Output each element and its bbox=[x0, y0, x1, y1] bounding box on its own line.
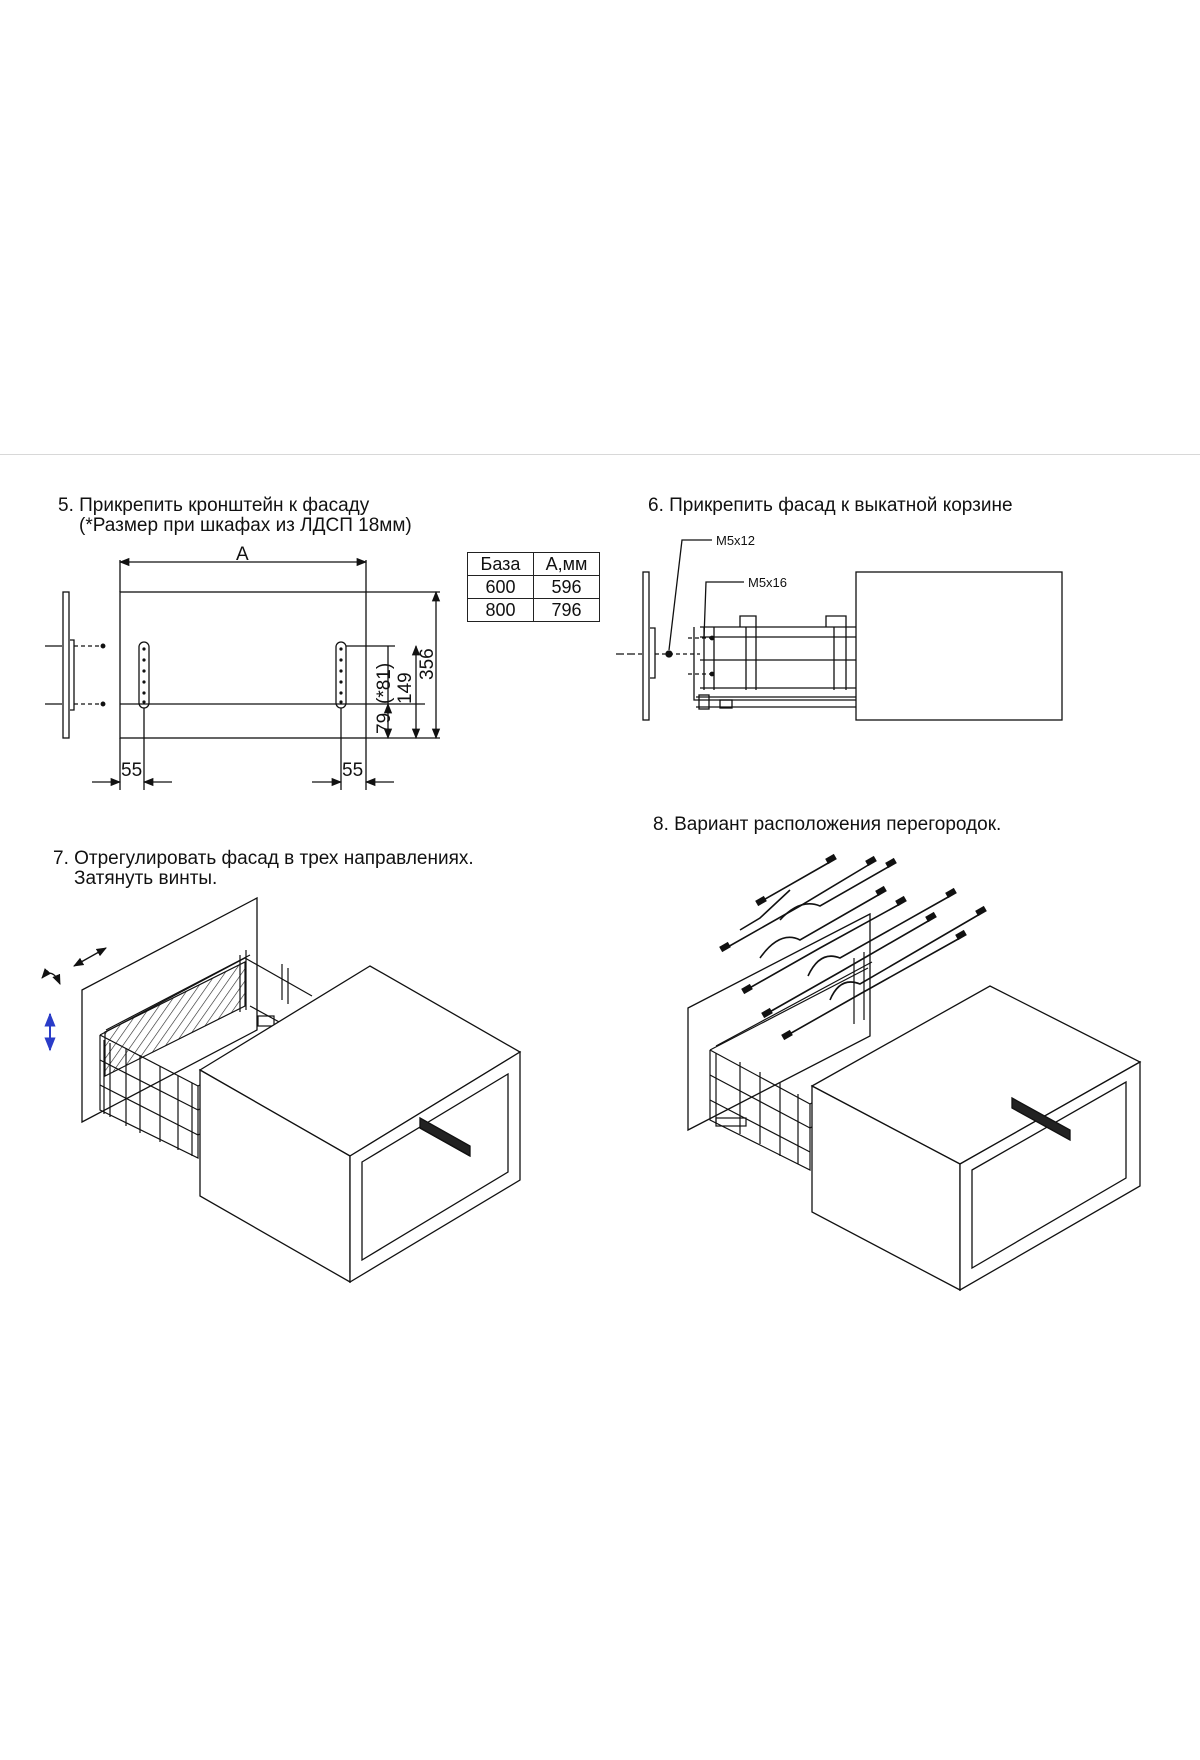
size-table: База А,мм 600 596 800 796 bbox=[467, 552, 600, 622]
step6-title: 6. Прикрепить фасад к выкатной корзине bbox=[648, 495, 1013, 516]
dim-55-left-label: 55 bbox=[121, 760, 142, 781]
dim-149-label: 149 bbox=[395, 672, 416, 704]
basket-side-wireframe bbox=[693, 615, 856, 710]
dim-81-label: (*81) bbox=[374, 663, 395, 704]
facade-side bbox=[642, 571, 650, 721]
facade-front-view bbox=[119, 591, 367, 739]
step5-title-text: 5. Прикрепить кронштейн к фасаду bbox=[58, 495, 370, 516]
step7-title: 7. Отрегулировать фасад в трех направлен… bbox=[53, 849, 474, 889]
step5-drawing bbox=[45, 557, 441, 790]
step5-subtitle: (*Размер при шкафах из ЛДСП 18мм) bbox=[79, 515, 412, 536]
pull-out-basket bbox=[99, 950, 313, 1159]
dim-55-right-label: 55 bbox=[342, 760, 363, 781]
facade-panel-8 bbox=[687, 912, 871, 1132]
table-row: 600 596 bbox=[467, 575, 600, 599]
step8-drawing bbox=[687, 853, 1142, 1292]
adjust-tilt-arrow bbox=[41, 968, 61, 985]
table-row: 800 796 bbox=[467, 598, 600, 622]
step7-title-text: 7. Отрегулировать фасад в трех направлен… bbox=[53, 848, 474, 869]
dim-356-label: 356 bbox=[417, 648, 438, 680]
rod-caps bbox=[719, 853, 987, 1041]
divider-rods bbox=[725, 861, 981, 1037]
dim-a-label: A bbox=[236, 544, 249, 565]
table-cell: 796 bbox=[533, 598, 600, 622]
adjust-depth-arrow bbox=[73, 947, 107, 967]
table-header-a: А,мм bbox=[533, 552, 600, 576]
step7-subtitle: Затянуть винты. bbox=[74, 868, 218, 889]
dim-79-label: 79 bbox=[374, 713, 395, 734]
table-cell: 596 bbox=[533, 575, 600, 599]
screw-m5x16-label: M5x16 bbox=[748, 575, 787, 590]
screw-m5x12-label: M5x12 bbox=[716, 533, 755, 548]
step6-drawing bbox=[616, 539, 1063, 721]
facade-side-view bbox=[62, 591, 70, 739]
page-divider bbox=[0, 454, 1200, 455]
step7-drawing bbox=[41, 896, 522, 1284]
step8-title: 8. Вариант расположения перегородок. bbox=[653, 814, 1002, 835]
step5-title: 5. Прикрепить кронштейн к фасаду (*Разме… bbox=[58, 496, 412, 536]
table-cell: 800 bbox=[467, 598, 534, 622]
cabinet-side bbox=[855, 571, 1063, 721]
